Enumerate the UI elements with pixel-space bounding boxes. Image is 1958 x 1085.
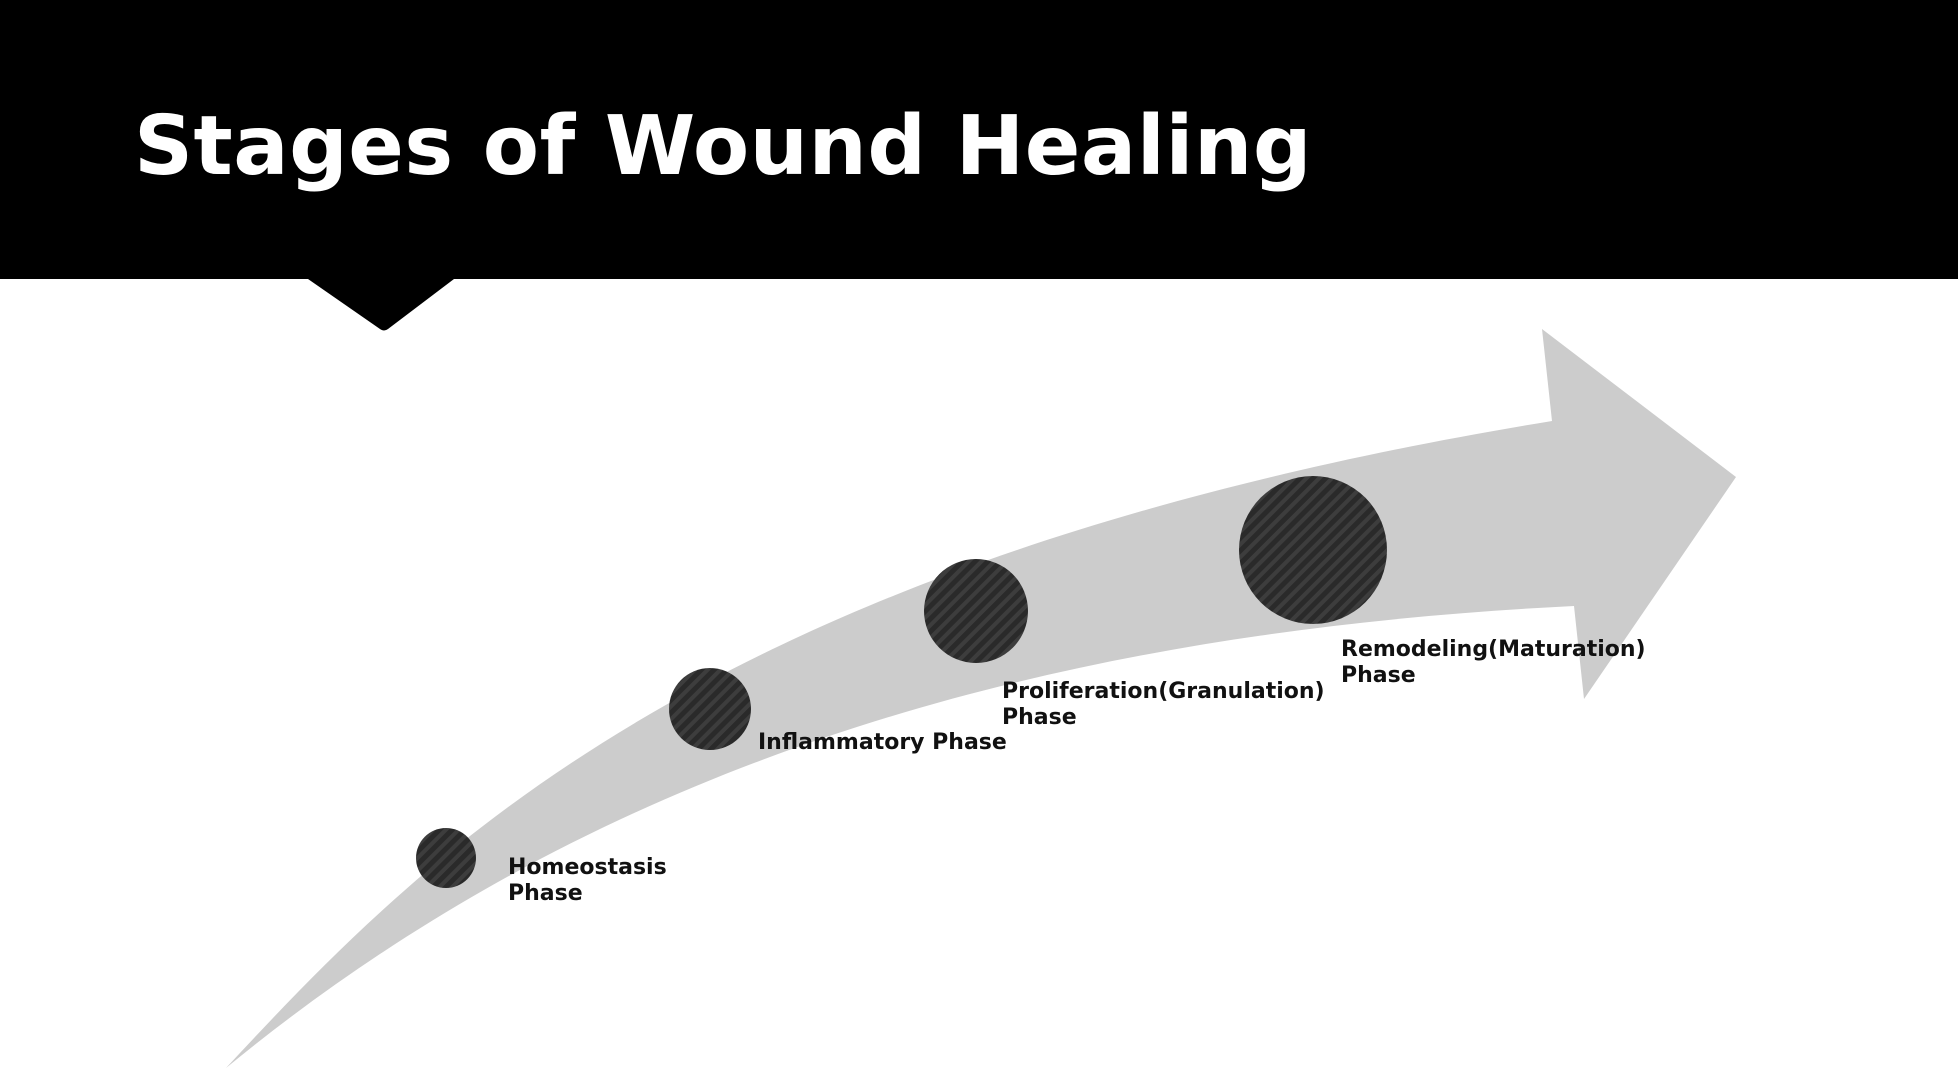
stage-label-line1: Remodeling(Maturation) <box>1341 637 1646 662</box>
title-banner <box>0 0 1958 279</box>
slide-title: Stages of Wound Healing <box>134 99 1313 194</box>
stage-label-line1: Homeostasis <box>508 855 667 880</box>
stage-marker-proliferation <box>924 559 1028 663</box>
stage-label-line1: Inflammatory Phase <box>758 730 1007 755</box>
stage-label-remodeling: Remodeling(Maturation) Phase <box>1341 637 1646 689</box>
stage-label-inflammatory: Inflammatory Phase <box>758 730 1007 756</box>
stage-label-line2: Phase <box>1002 705 1077 730</box>
stage-label-proliferation: Proliferation(Granulation) Phase <box>1002 679 1325 731</box>
stage-label-line2: Phase <box>1341 663 1416 688</box>
stage-marker-inflammatory <box>669 668 751 750</box>
stage-label-homeostasis: Homeostasis Phase <box>508 855 667 907</box>
stage-marker-homeostasis <box>416 828 476 888</box>
stage-label-line2: Phase <box>508 881 583 906</box>
stage-marker-remodeling <box>1239 476 1387 624</box>
stage-label-line1: Proliferation(Granulation) <box>1002 679 1325 704</box>
banner-pointer <box>308 279 454 331</box>
progress-arrow <box>226 329 1736 1068</box>
